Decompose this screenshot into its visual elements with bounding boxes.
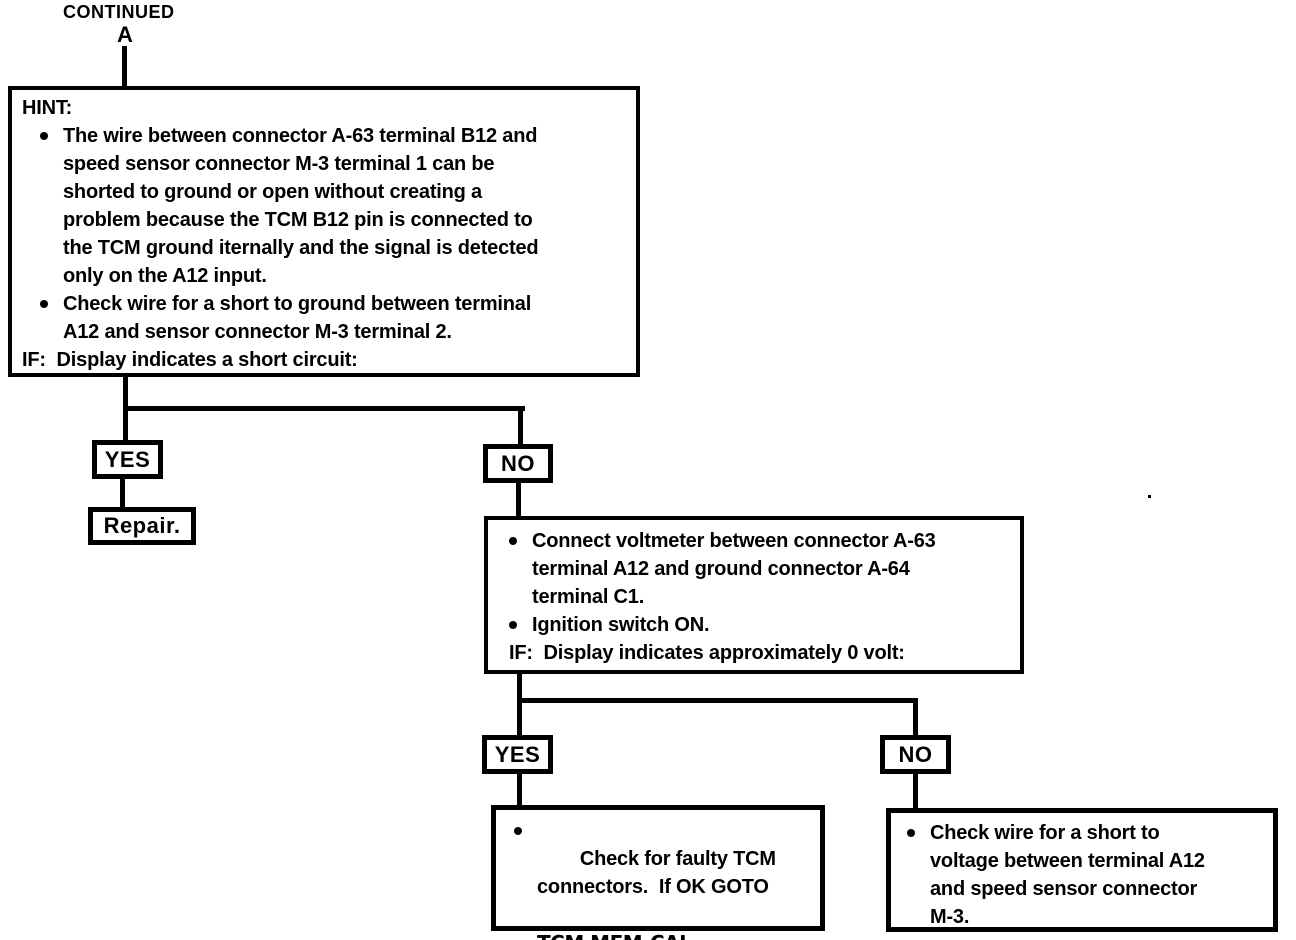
yes-result-box: Check for faulty TCM connectors. If OK G… [491, 805, 825, 940]
continued-label: CONTINUED [63, 2, 175, 22]
branch2-horizontal-line [517, 698, 918, 703]
no-result-box: Check wire for a short to voltage betwee… [886, 808, 1278, 932]
bullet-icon [514, 827, 522, 835]
hint-bullet-1-text: The wire between connector A-63 terminal… [63, 125, 539, 287]
bullet-icon [509, 537, 517, 545]
continuation-letter: A [117, 22, 133, 47]
hint-bullet-1: The wire between connector A-63 terminal… [40, 122, 630, 290]
hint-condition: IF: Display indicates a short circuit: [22, 349, 358, 371]
repair-label: Repair. [103, 513, 181, 538]
bullet-icon [40, 132, 48, 140]
connector-line-a-to-hint [122, 46, 127, 87]
connector-line-test-to-yes2 [517, 672, 522, 737]
branch1-no-box: NO [483, 444, 553, 483]
yes-result-bullet: Check for faulty TCM connectors. If OK G… [514, 817, 816, 940]
test-bullet-2: Ignition switch ON. [509, 611, 1014, 639]
connector-line-branch2-to-no2 [913, 698, 918, 737]
bullet-icon [40, 300, 48, 308]
branch2-no-label: NO [898, 741, 933, 767]
repair-box: Repair. [88, 507, 196, 545]
hint-bullet-2: Check wire for a short to ground between… [40, 290, 630, 346]
hint-box: HINT: The wire between connector A-63 te… [8, 86, 640, 377]
connector-line-branch1-to-no1 [518, 406, 523, 446]
branch1-yes-label: YES [104, 446, 151, 472]
bullet-icon [509, 621, 517, 629]
hint-title: HINT: [22, 97, 73, 119]
connector-line-no2-to-result [913, 771, 918, 810]
voltmeter-test-box: Connect voltmeter between connector A-63… [484, 516, 1024, 674]
no-result-bullet: Check wire for a short to voltage betwee… [907, 819, 1269, 931]
test-condition: IF: Display indicates approximately 0 vo… [509, 642, 905, 664]
branch1-no-label: NO [501, 450, 535, 476]
test-bullet-1: Connect voltmeter between connector A-63… [509, 527, 1014, 611]
branch2-yes-label: YES [494, 741, 541, 767]
yes-result-text: Check for faulty TCM connectors. If OK G… [537, 848, 776, 898]
bullet-icon [907, 829, 915, 837]
branch1-horizontal-line [123, 406, 525, 411]
scan-speck [1148, 495, 1151, 498]
branch1-yes-box: YES [92, 440, 163, 479]
branch2-no-box: NO [880, 735, 951, 774]
hint-bullet-2-text: Check wire for a short to ground between… [63, 293, 532, 343]
yes-result-emphasis: TCM MEM-CAL REPLACEMENT. [537, 929, 776, 940]
connector-line-no1-to-test [516, 481, 521, 518]
no-result-text: Check wire for a short to voltage betwee… [930, 822, 1205, 928]
branch2-yes-box: YES [482, 735, 553, 774]
connector-line-yes2-to-result [517, 771, 522, 807]
connector-line-yes1-to-repair [120, 476, 125, 509]
test-bullet-1-text: Connect voltmeter between connector A-63… [532, 530, 936, 608]
test-bullet-2-text: Ignition switch ON. [532, 614, 710, 636]
